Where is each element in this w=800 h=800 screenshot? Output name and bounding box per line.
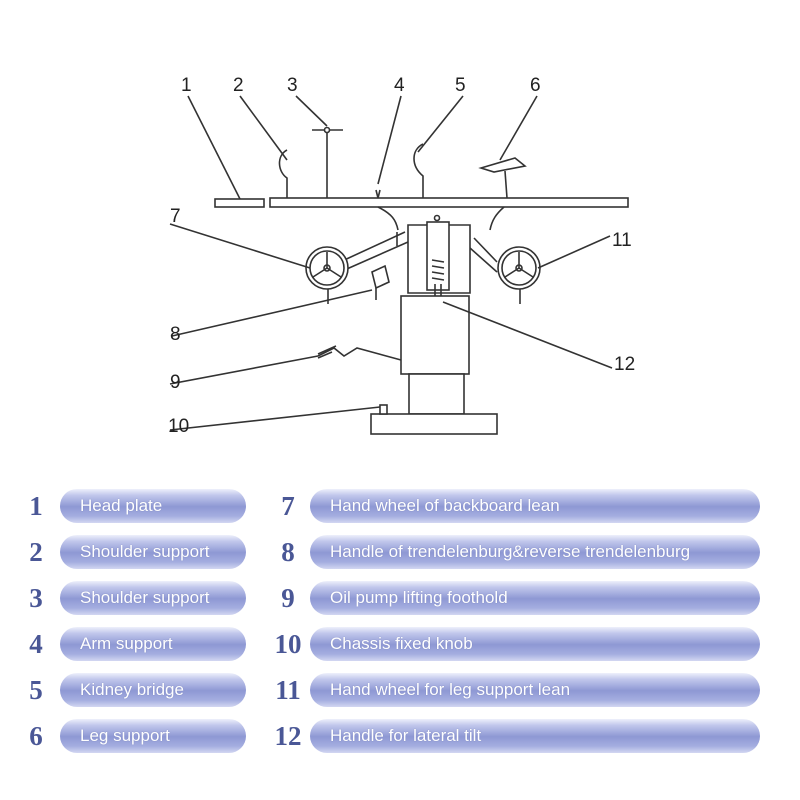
legend-item: 11 Hand wheel for leg support lean (266, 673, 760, 707)
legend-label: Leg support (60, 719, 246, 753)
column-lower (408, 373, 465, 415)
oil-pump-foothold (317, 347, 402, 361)
legend-label: Kidney bridge (60, 673, 246, 707)
legend-label: Chassis fixed knob (310, 627, 760, 661)
under-frame (377, 206, 505, 231)
legend-number: 1 (29, 490, 43, 521)
legend-item: 7 Hand wheel of backboard lean (266, 489, 760, 523)
legend-number: 6 (29, 720, 43, 751)
callout-6: 6 (530, 75, 541, 96)
legend-number: 4 (29, 628, 43, 659)
trendelenburg-rod (375, 232, 398, 300)
legend-number: 8 (281, 536, 295, 567)
legend-label: Hand wheel of backboard lean (310, 489, 760, 523)
legend-item: 9 Oil pump lifting foothold (266, 581, 760, 615)
legend-item: 5 Kidney bridge (0, 673, 246, 707)
shoulder-support-3-knob (323, 126, 331, 134)
hand-wheel-left (305, 246, 349, 304)
legend-item: 4 Arm support (0, 627, 246, 661)
legend-number: 2 (29, 536, 43, 567)
legend-label: Handle for lateral tilt (310, 719, 760, 753)
legend-label: Head plate (60, 489, 246, 523)
leg-support-stem (504, 170, 508, 199)
column-upper (400, 295, 470, 375)
legend-item: 3 Shoulder support (0, 581, 246, 615)
column-inner (426, 221, 450, 291)
leg-support (478, 157, 527, 173)
legend-number: 11 (275, 674, 301, 705)
legend-label: Shoulder support (60, 535, 246, 569)
callout-9: 9 (170, 372, 181, 393)
callout-1: 1 (181, 75, 192, 96)
callout-4: 4 (394, 75, 405, 96)
legend-item: 1 Head plate (0, 489, 246, 523)
under-frame-arm-right (469, 237, 498, 273)
legend-label: Arm support (60, 627, 246, 661)
callout-10: 10 (168, 416, 189, 437)
parts-legend: 1 Head plate 2 Shoulder support 3 Should… (0, 486, 800, 786)
legend-number: 7 (281, 490, 295, 521)
trendelenburg-handle (371, 264, 390, 290)
legend-item: 12 Handle for lateral tilt (266, 719, 760, 753)
chassis (370, 413, 498, 435)
kidney-bridge (413, 143, 424, 198)
legend-number: 3 (29, 582, 43, 613)
callout-11: 11 (612, 230, 632, 251)
callout-7: 7 (170, 206, 181, 227)
legend-item: 6 Leg support (0, 719, 246, 753)
lateral-tilt-spring (431, 259, 445, 281)
shoulder-support-2 (278, 149, 288, 198)
legend-number: 5 (29, 674, 43, 705)
legend-item: 2 Shoulder support (0, 535, 246, 569)
legend-item: 8 Handle of trendelenburg&reverse trende… (266, 535, 760, 569)
legend-number: 10 (274, 628, 302, 659)
legend-item: 10 Chassis fixed knob (266, 627, 760, 661)
callout-2: 2 (233, 75, 244, 96)
leader-lines (169, 95, 613, 431)
lateral-tilt-pin (433, 214, 441, 222)
callout-3: 3 (287, 75, 298, 96)
diagram-svg: 1 2 3 4 5 6 7 8 9 10 11 12 (168, 75, 635, 437)
callout-12: 12 (614, 354, 635, 375)
legend-number: 12 (274, 720, 302, 751)
legend-label: Handle of trendelenburg&reverse trendele… (310, 535, 760, 569)
callout-8: 8 (170, 324, 181, 345)
head-plate (214, 198, 265, 208)
callout-5: 5 (455, 75, 466, 96)
table-top (269, 197, 629, 208)
legend-label: Hand wheel for leg support lean (310, 673, 760, 707)
oil-pump-pedal (317, 345, 337, 359)
legend-number: 9 (281, 582, 295, 613)
operating-table-diagram: 1 2 3 4 5 6 7 8 9 10 11 12 (168, 75, 635, 437)
under-frame-arm-left (339, 231, 409, 273)
legend-label: Shoulder support (60, 581, 246, 615)
legend-label: Oil pump lifting foothold (310, 581, 760, 615)
chassis-fixed-knob (379, 404, 388, 415)
arm-support (375, 189, 381, 199)
hand-wheel-right (497, 246, 541, 304)
